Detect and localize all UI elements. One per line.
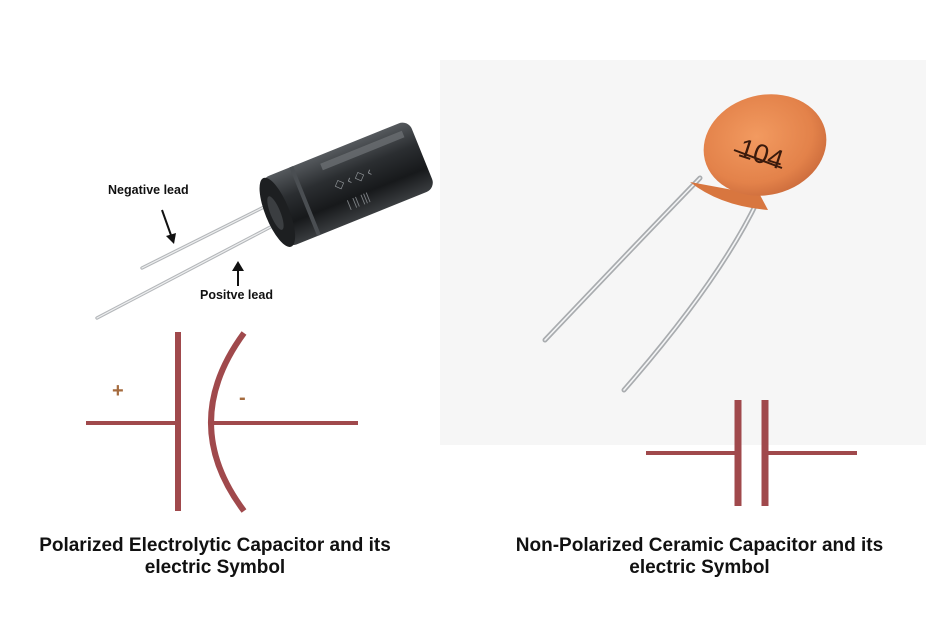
negative-lead-arrow <box>161 209 173 239</box>
can-groove <box>289 166 321 237</box>
electrolytic-caption: Polarized Electrolytic Capacitor and its… <box>0 535 430 579</box>
polarized-curved-plate <box>208 331 247 513</box>
non-polarized-capacitor-symbol <box>646 400 857 506</box>
plus-sign: + <box>112 380 124 402</box>
minus-sign: - <box>239 387 246 409</box>
electrolytic-caption-line1: Polarized Electrolytic Capacitor and its <box>39 535 391 556</box>
electrolytic-caption-line2: electric Symbol <box>144 557 286 578</box>
ceramic-disc <box>703 94 827 196</box>
positive-lead-highlight <box>96 221 281 319</box>
negative-lead-label: Negative lead <box>108 183 189 197</box>
positive-lead-label: Positve lead <box>200 288 273 302</box>
ceramic-caption-line1: Non-Polarized Ceramic Capacitor and its <box>515 535 884 556</box>
electrolytic-capacitor-photo: ◇ ‹ ◇ ‹ | || ||| Negative lead Positve l… <box>95 122 433 320</box>
positive-lead-arrowhead <box>232 261 244 271</box>
ceramic-photo-background <box>440 60 926 445</box>
ceramic-caption-line2: electric Symbol <box>629 557 770 578</box>
ceramic-caption: Non-Polarized Ceramic Capacitor and its … <box>470 535 929 579</box>
ceramic-right-lead-highlight <box>623 199 759 391</box>
can-bottom-seal <box>267 196 284 230</box>
negative-lead-arrowhead <box>166 233 176 244</box>
negative-lead-highlight <box>141 202 273 269</box>
ceramic-lead-coating <box>690 182 768 210</box>
polarized-capacitor-symbol: + - <box>86 331 358 513</box>
ceramic-left-lead-highlight <box>544 177 701 341</box>
electrolytic-can: ◇ ‹ ◇ ‹ | || ||| <box>259 122 433 247</box>
ceramic-code-underline <box>733 149 783 169</box>
ceramic-capacitor-photo: 104 <box>542 94 827 393</box>
can-stripe <box>320 130 405 171</box>
can-body <box>262 122 433 246</box>
